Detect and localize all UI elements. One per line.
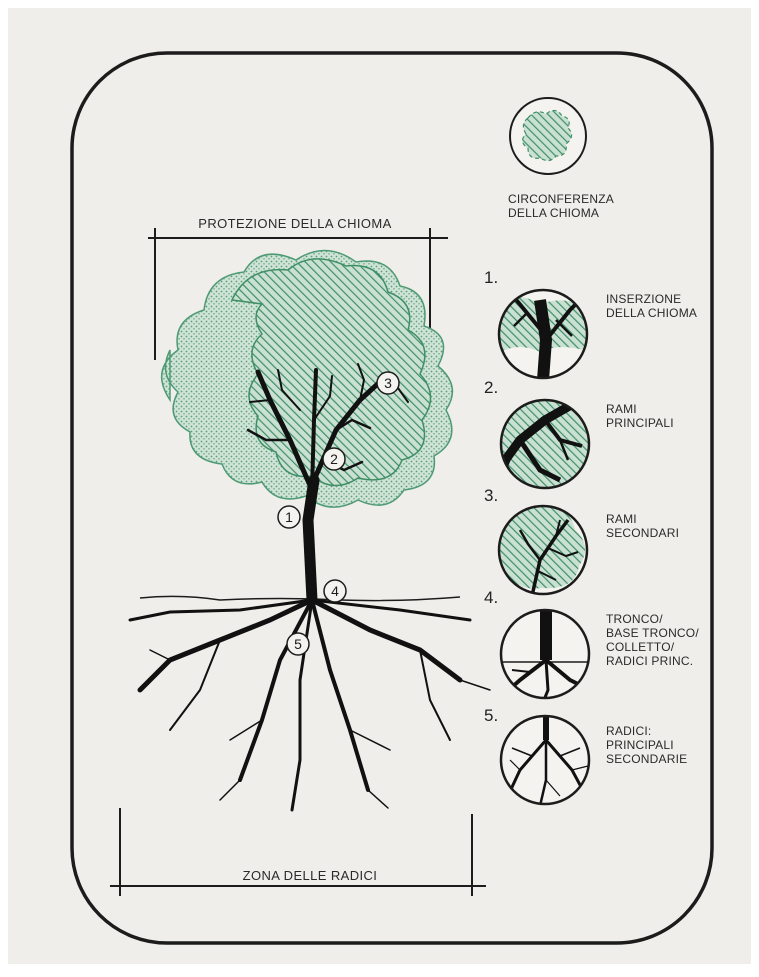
crown-protection-label: PROTEZIONE DELLA CHIOMA (160, 216, 430, 231)
legend-number-4: 4. (484, 588, 498, 608)
legend-label-5: RADICI: PRINCIPALI SECONDARIE (606, 724, 687, 766)
tree-marker-2: 2 (330, 451, 338, 467)
legend-number-2: 2. (484, 378, 498, 398)
crown-circumference-label: CIRCONFERENZA DELLA CHIOMA (508, 192, 614, 220)
tree-marker-4: 4 (331, 583, 339, 599)
tree-marker-5: 5 (294, 636, 302, 652)
legend-number-1: 1. (484, 268, 498, 288)
tree-marker-1: 1 (285, 509, 293, 525)
crown-circumference-icon (510, 98, 586, 174)
root-zone-label: ZONA DELLE RADICI (160, 868, 460, 883)
legend-circle-5 (501, 716, 589, 806)
legend-label-4: TRONCO/ BASE TRONCO/ COLLETTO/ RADICI PR… (606, 612, 699, 668)
tree-marker-3: 3 (384, 375, 392, 391)
legend-label-1: INSERZIONE DELLA CHIOMA (606, 292, 697, 320)
legend-circle-3 (499, 505, 587, 596)
legend-label-2: RAMI PRINCIPALI (606, 402, 674, 430)
legend-number-3: 3. (484, 486, 498, 506)
legend-number-5: 5. (484, 706, 498, 726)
legend-label-3: RAMI SECONDARI (606, 512, 679, 540)
